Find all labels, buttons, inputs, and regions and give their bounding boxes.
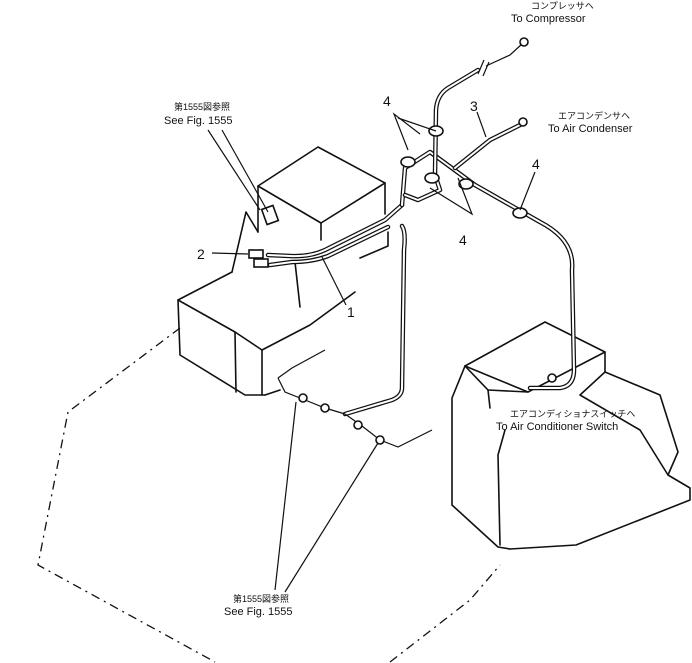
ac-switch-label-en: To Air Conditioner Switch xyxy=(496,421,618,433)
clamp xyxy=(458,178,474,190)
air-condenser-label-jp: エアコンデンサヘ xyxy=(558,110,630,121)
connector xyxy=(298,393,308,403)
callout-4-middle: 4 xyxy=(459,232,467,248)
callout-3: 3 xyxy=(470,98,478,114)
connector xyxy=(375,435,385,445)
callout-2: 2 xyxy=(197,246,205,262)
compressor-label-jp: コンプレッサヘ xyxy=(531,1,594,11)
callout-1: 1 xyxy=(347,304,355,320)
connector xyxy=(353,420,363,430)
left-console xyxy=(177,146,389,396)
terminal-ac-switch xyxy=(547,373,557,383)
junction-harness xyxy=(399,43,577,391)
clamp xyxy=(512,207,528,219)
terminal-condenser xyxy=(518,117,528,127)
ac-switch-label-jp: エアコンディショナスイッチヘ xyxy=(510,408,635,419)
main-harness xyxy=(265,202,433,448)
see-fig-bottom-en: See Fig. 1555 xyxy=(224,606,293,618)
see-fig-top-jp: 第1555図参照 xyxy=(174,101,230,112)
terminal-compressor xyxy=(519,37,529,47)
callout-leaders xyxy=(207,111,536,593)
see-fig-top-en: See Fig. 1555 xyxy=(164,115,233,127)
connector-block xyxy=(253,258,269,268)
see-fig-bottom-jp: 第1555図参照 xyxy=(233,593,289,604)
clamp xyxy=(424,172,440,184)
connector xyxy=(320,403,330,413)
connectors xyxy=(248,37,557,445)
air-condenser-label-en: To Air Condenser xyxy=(548,123,633,135)
callout-4-right: 4 xyxy=(532,156,540,172)
right-console xyxy=(451,321,691,550)
connector-block xyxy=(260,204,280,226)
compressor-label-en: To Compressor xyxy=(511,13,586,25)
connector-block xyxy=(248,249,264,259)
floor-outline xyxy=(37,327,501,663)
callout-4-top: 4 xyxy=(383,93,391,109)
clamp xyxy=(400,156,416,168)
